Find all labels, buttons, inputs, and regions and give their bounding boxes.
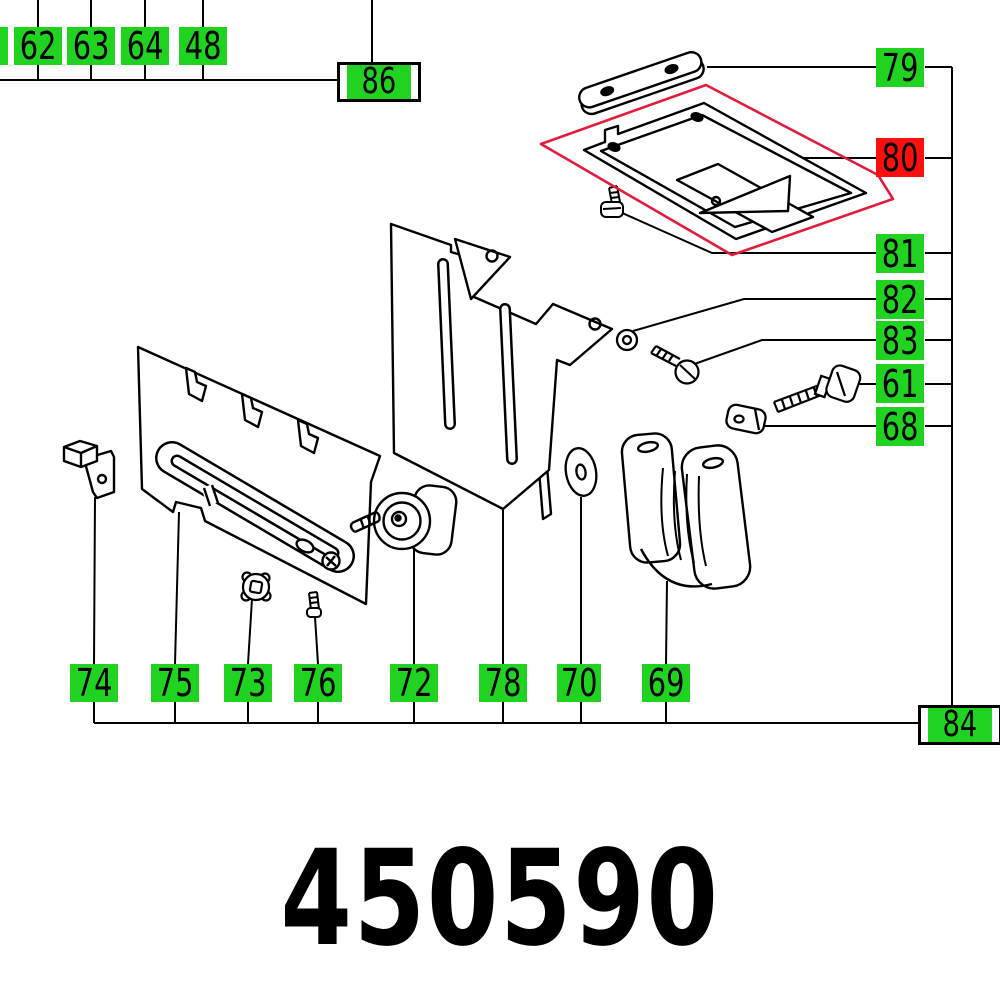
part-label-82[interactable]: 82 [876,280,924,319]
part-drawing-82 [615,328,639,352]
part-label-78[interactable]: 78 [479,664,527,702]
part-label-61[interactable]: 61 [876,364,924,403]
part-drawing-75 [136,345,382,606]
part-label-62[interactable]: 62 [14,27,62,65]
part-label-84: 84 [928,707,992,743]
order-number: 450590 [280,822,720,976]
part-label-63[interactable]: 63 [67,27,115,65]
part-drawing-73 [240,571,272,602]
part-label-75[interactable]: 75 [151,664,199,702]
part-label-69[interactable]: 69 [642,664,690,702]
part-label-73[interactable]: 73 [224,664,272,702]
leader-lines [0,0,953,724]
part-drawing-70 [564,447,598,497]
part-label-68[interactable]: 68 [876,407,924,446]
part-label-48[interactable]: 48 [179,27,227,65]
part-drawing-61 [772,364,862,414]
part-label-84-box[interactable]: 84 [918,705,1000,745]
part-drawing-69 [620,432,752,590]
part-label-72[interactable]: 72 [390,664,438,702]
part-label-83[interactable]: 83 [876,321,924,360]
part-label-76[interactable]: 76 [294,664,342,702]
part-drawing-76 [306,591,322,618]
part-drawing-68 [725,403,767,435]
part-label-70[interactable]: 70 [557,664,601,702]
part-drawing-78 [389,222,614,521]
part-label-64[interactable]: 64 [121,27,169,65]
part-drawing-81 [600,185,624,218]
part-drawing-79 [578,51,705,116]
part-drawing-74 [62,439,116,500]
part-drawing-83 [650,345,700,385]
part-label-86: 86 [347,64,411,100]
part-label-80-selected[interactable]: 80 [876,138,924,177]
part-drawing-72 [349,484,458,556]
part-label-86-box[interactable]: 86 [337,62,421,102]
part-label-74[interactable]: 74 [70,664,118,702]
part-drawing-80 [582,101,868,241]
part-label-79[interactable]: 79 [876,48,924,87]
selection-highlight-outline [539,83,895,257]
part-label-partial[interactable] [0,27,8,65]
part-label-81[interactable]: 81 [876,234,924,273]
